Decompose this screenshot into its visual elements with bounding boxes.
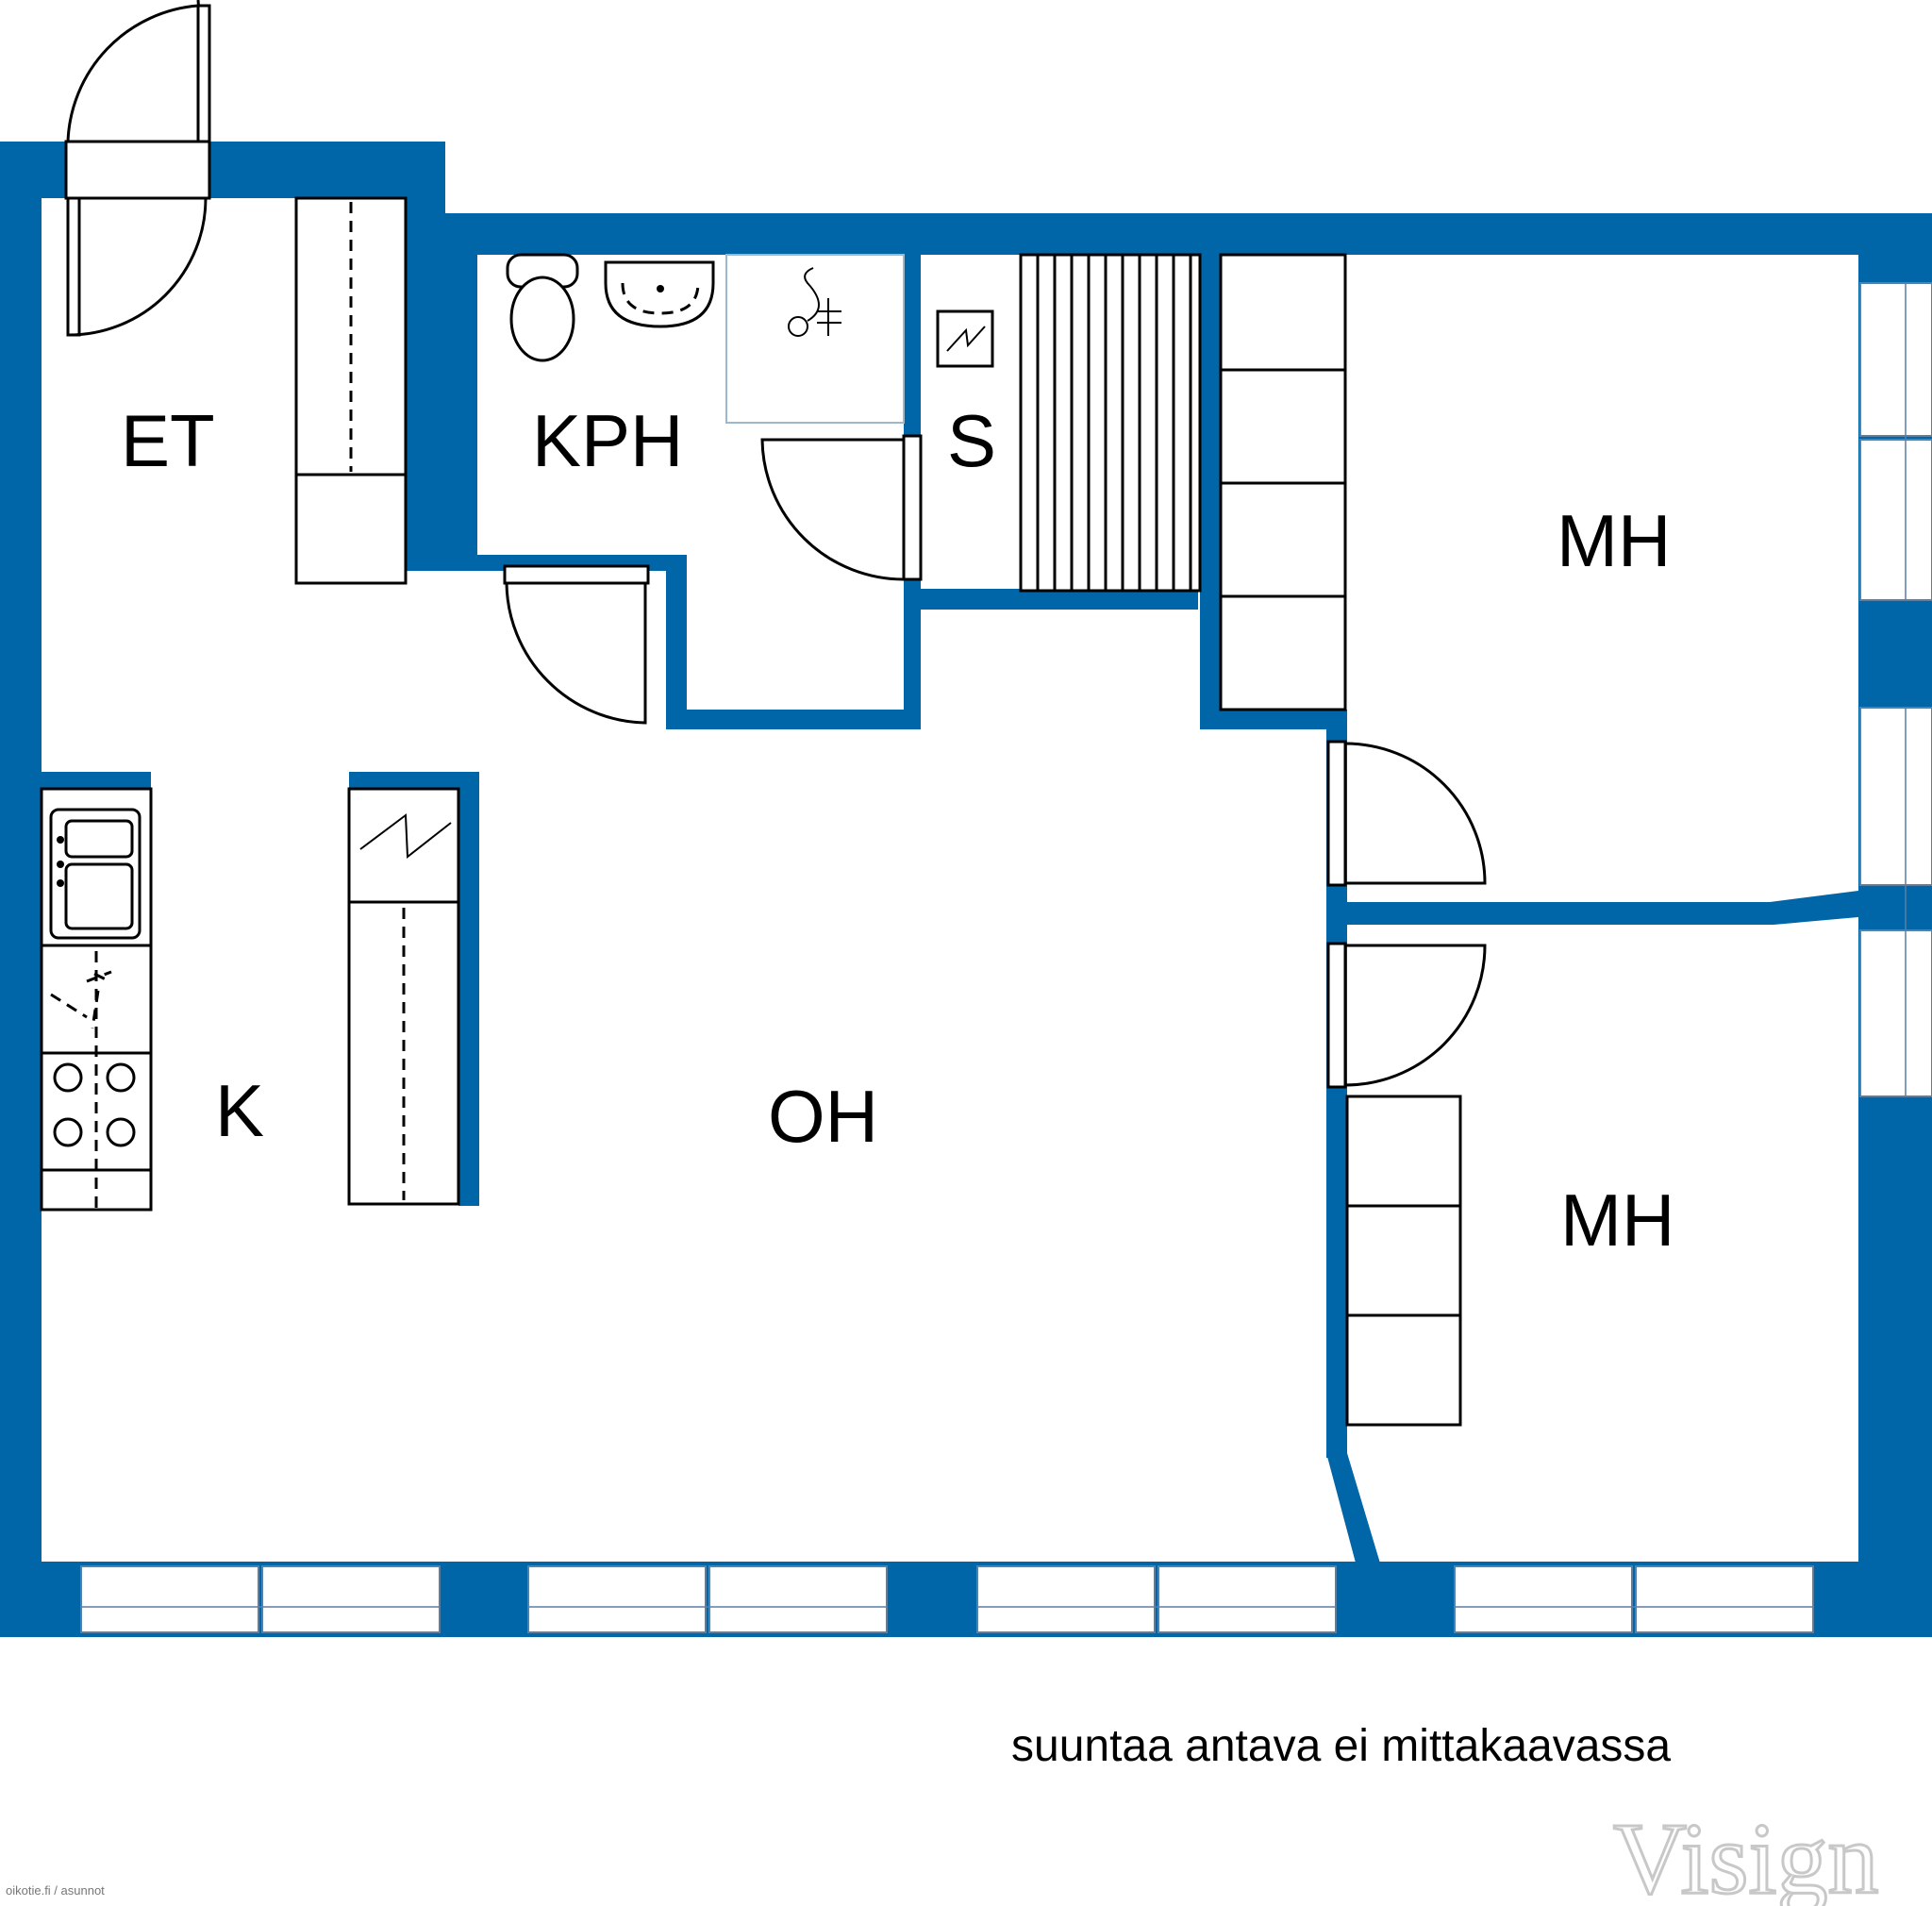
kitchen-island bbox=[347, 787, 460, 1206]
bedroom-wardrobe-top bbox=[1219, 253, 1347, 711]
fridge-icon bbox=[359, 813, 452, 859]
sauna-fixtures bbox=[936, 253, 1202, 593]
wall-island-side bbox=[458, 772, 479, 1206]
window-bottom-5 bbox=[976, 1565, 1156, 1633]
dishwasher bbox=[50, 970, 112, 1029]
toilet-bowl bbox=[509, 276, 575, 362]
entrance-door bbox=[64, 0, 211, 337]
stove-icon bbox=[53, 1062, 136, 1147]
scale-note: suuntaa antava ei mittakaavassa bbox=[1011, 1721, 1671, 1771]
wall-wardrobe-bottom bbox=[1200, 710, 1330, 729]
room-label-mh-1: MH bbox=[1557, 499, 1671, 582]
window-bottom-3 bbox=[527, 1565, 707, 1633]
shower-area bbox=[725, 254, 905, 424]
shower-icon bbox=[788, 267, 841, 337]
window-right-2 bbox=[1859, 439, 1932, 601]
kitchen-sink-icon bbox=[49, 808, 142, 940]
brand-logo: Visign bbox=[1613, 1803, 1879, 1906]
window-right-3 bbox=[1859, 707, 1932, 886]
kph-entry-door-leaf bbox=[503, 564, 650, 585]
sauna-bench bbox=[1019, 253, 1202, 593]
bottom-windows bbox=[80, 1565, 1814, 1633]
entrance-wardrobe bbox=[294, 196, 408, 585]
wall-island-stub bbox=[349, 772, 479, 789]
window-bottom-8 bbox=[1635, 1565, 1814, 1633]
kph-door-leaf bbox=[902, 434, 923, 581]
mh1-door-leaf bbox=[1326, 740, 1347, 887]
room-label-s: S bbox=[947, 399, 996, 482]
wall-kph-step-left bbox=[666, 555, 687, 729]
wall-bedroom-diagonal bbox=[1326, 1453, 1381, 1566]
bathroom-doors bbox=[503, 434, 923, 725]
room-label-et: ET bbox=[121, 399, 215, 482]
wall-s-bottom bbox=[904, 589, 1198, 610]
wall-kph-step-bottom bbox=[666, 710, 921, 729]
room-label-kph: KPH bbox=[532, 399, 683, 482]
window-right-1 bbox=[1859, 282, 1932, 437]
interior-walls bbox=[42, 255, 1858, 1566]
wall-wardrobe-left bbox=[1200, 255, 1221, 729]
source-credit: oikotie.fi / asunnot bbox=[6, 1883, 105, 1898]
window-bottom-7 bbox=[1454, 1565, 1633, 1633]
window-bottom-6 bbox=[1158, 1565, 1337, 1633]
room-label-mh-2: MH bbox=[1560, 1179, 1674, 1262]
sink bbox=[604, 260, 715, 328]
bedroom-doors bbox=[1326, 740, 1487, 1089]
window-right-4 bbox=[1859, 929, 1932, 1097]
sauna-heater bbox=[936, 309, 994, 368]
kitchen-counter bbox=[40, 787, 153, 1212]
wall-bedrooms-divider bbox=[1326, 891, 1858, 925]
wall-top-right bbox=[445, 213, 1932, 255]
room-label-k: K bbox=[215, 1069, 264, 1152]
wall-kitchen-stub bbox=[42, 772, 151, 789]
mh2-door-leaf bbox=[1326, 942, 1347, 1089]
window-bottom-1 bbox=[80, 1565, 259, 1633]
wall-left bbox=[0, 142, 42, 1637]
sauna-bench-slats bbox=[1036, 255, 1192, 591]
right-windows bbox=[1859, 282, 1932, 1097]
bathroom-fixtures bbox=[506, 253, 905, 424]
entrance-door-frame bbox=[64, 140, 211, 200]
bedroom-wardrobe-bottom bbox=[1345, 1095, 1462, 1427]
room-label-oh: OH bbox=[768, 1075, 878, 1158]
room-labels: ET KPH S MH MH K OH bbox=[121, 399, 1674, 1262]
window-bottom-2 bbox=[261, 1565, 441, 1633]
window-bottom-4 bbox=[708, 1565, 888, 1633]
